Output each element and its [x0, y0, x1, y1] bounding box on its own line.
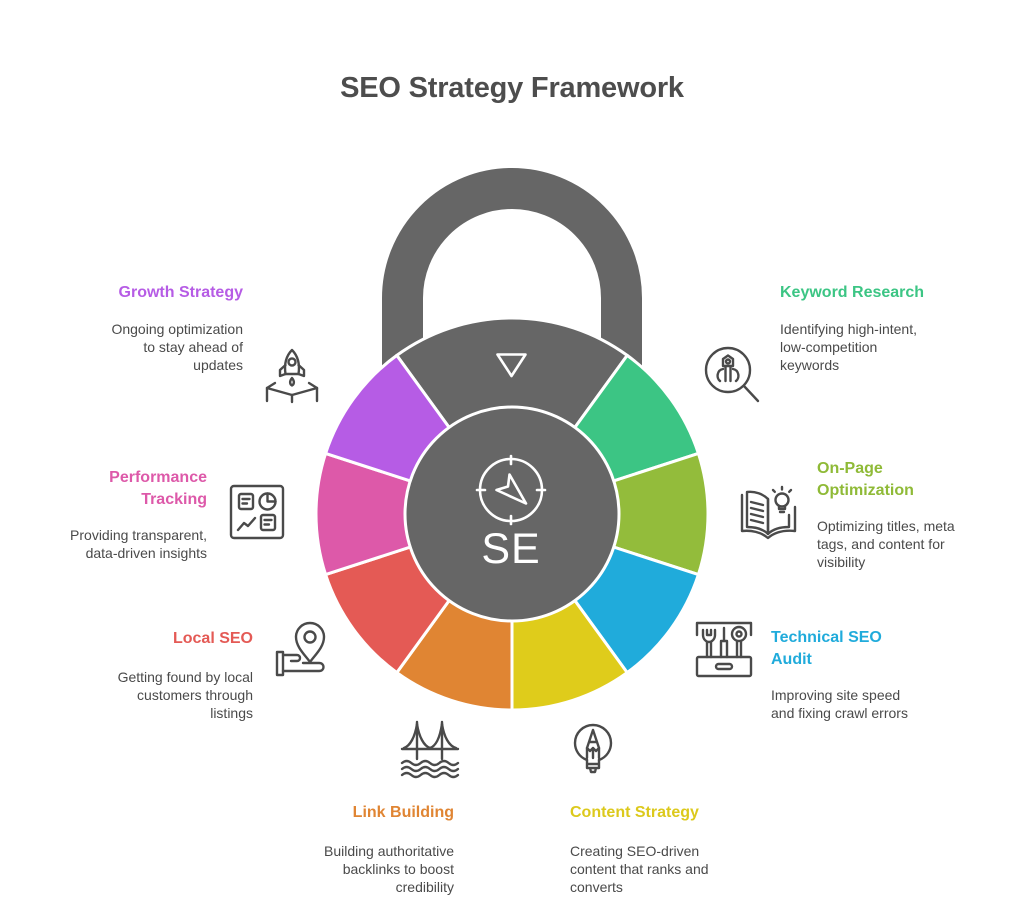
- performance-tracking-title: Performance Tracking: [109, 469, 207, 508]
- padlock-shackle: [382, 168, 642, 430]
- location-pin-hand-icon: [275, 621, 326, 677]
- technical-seo-audit-title: Technical SEO Audit: [771, 629, 882, 668]
- link-building-description: Building authoritative backlinks to boos…: [324, 843, 454, 895]
- keyword-research-description: Identifying high-intent, low-competition…: [780, 321, 917, 373]
- performance-tracking-description: Providing transparent, data-driven insig…: [70, 527, 207, 561]
- on-page-optimization-description: Optimizing titles, meta tags, and conten…: [817, 518, 955, 570]
- dashboard-icon: [229, 484, 285, 540]
- growth-strategy-description: Ongoing optimization to stay ahead of up…: [111, 321, 243, 373]
- content-strategy-title: Content Strategy: [570, 804, 699, 821]
- magnifier-robot-icon: [704, 346, 760, 403]
- lightbulb-pen-icon: [573, 723, 613, 774]
- bridge-icon: [400, 720, 460, 779]
- growth-strategy-title: Growth Strategy: [118, 284, 243, 301]
- content-strategy-description: Creating SEO-driven content that ranks a…: [570, 843, 709, 895]
- book-lightbulb-icon: [740, 485, 797, 540]
- on-page-optimization-title: On-Page Optimization: [817, 460, 914, 499]
- local-seo-title: Local SEO: [172, 630, 253, 647]
- padlock-center-hub: [403, 405, 621, 623]
- page-title: SEO Strategy Framework: [340, 72, 684, 104]
- technical-seo-audit-description: Improving site speed and fixing crawl er…: [771, 687, 908, 721]
- local-seo-description: Getting found by local customers through…: [117, 669, 253, 721]
- rocket-icon: [265, 348, 319, 404]
- compass-icon: [475, 454, 547, 526]
- toolbox-icon: [695, 621, 753, 678]
- keyword-research-title: Keyword Research: [780, 284, 925, 301]
- link-building-title: Link Building: [352, 804, 454, 821]
- center-label: SE: [481, 525, 540, 573]
- triangle-down-icon: [496, 353, 527, 378]
